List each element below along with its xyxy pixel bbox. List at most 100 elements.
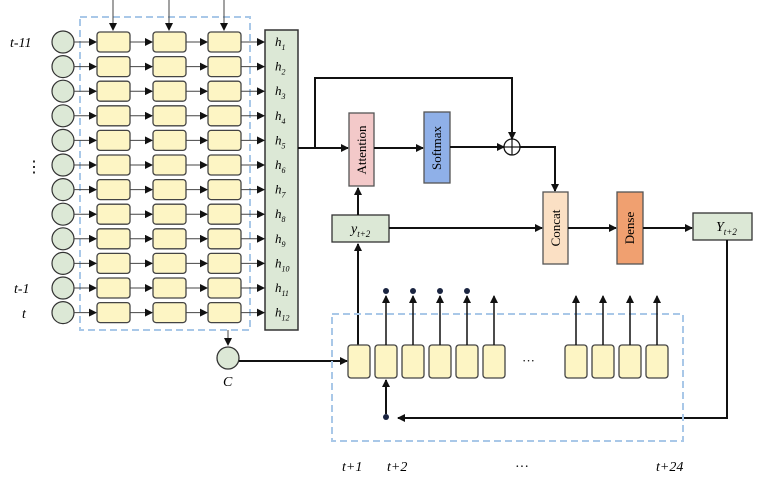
decoder-input-label: yt+2 [349,222,371,239]
encoder-lstm-cell [152,154,187,176]
output-label: Yt+2 [716,220,737,237]
encoder-lstm-cell [96,55,131,78]
input-node [51,153,75,177]
encoder-lstm-cell [207,252,242,275]
encoder-lstm-cell [207,31,242,53]
decoder-lstm-cell [428,344,452,379]
label-vertical-dots: ⋮ [26,159,42,176]
decoder-lstm-cell [645,344,669,379]
dense-block [616,191,644,265]
input-node [51,227,75,251]
label-t-minus-11: t-11 [10,36,32,51]
encoder-lstm-cell [96,178,131,201]
concat-label: Concat [548,209,563,246]
encoder-lstm-cell [207,55,242,78]
decoder-output-dot [410,288,416,294]
hidden-state-label: h4 [275,108,286,126]
input-node [51,79,75,103]
encoder-lstm-cell [96,154,131,176]
decoder-lstm-cell [564,344,588,379]
hidden-state-label: h6 [275,157,286,175]
decoder-lstm-cell [482,344,506,379]
label-t-minus-1: t-1 [14,282,30,297]
time-label-t-plus-1: t+1 [342,460,362,475]
input-node [51,54,75,79]
input-node [51,276,75,300]
time-label-dots: ··· [515,460,529,475]
encoder-lstm-cell [152,31,187,53]
encoder-lstm-cell [152,301,187,324]
feedback-dot [383,414,389,420]
encoder-lstm-cell [152,277,187,299]
encoder-lstm-cell [207,80,242,102]
encoder-lstm-cell [96,252,131,275]
decoder-dashed-box [331,313,684,442]
decoder-output-dot [464,288,470,294]
input-node [51,128,75,152]
decoder-lstm-cell [455,344,479,379]
encoder-lstm-cell [207,105,242,127]
input-node [51,251,75,275]
encoder-lstm-cell [152,80,187,102]
input-node [51,301,75,325]
encoder-lstm-cell [207,203,242,225]
decoder-lstm-cell [347,344,371,379]
encoder-lstm-cell [207,129,242,152]
attention-block [348,112,375,187]
encoder-lstm-cell [207,301,242,324]
encoder-lstm-cell [152,178,187,201]
encoder-lstm-cell [207,154,242,176]
time-label-t-plus-24: t+24 [656,460,683,475]
encoder-dashed-box [79,16,251,331]
hidden-state-label: h11 [275,280,289,298]
hidden-state-label: h1 [275,34,286,52]
encoder-lstm-cell [96,203,131,225]
encoder-lstm-cell [96,31,131,53]
hidden-states-box [264,29,299,331]
encoder-lstm-cell [207,178,242,201]
decoder-ellipsis: ··· [522,353,535,368]
decoder-lstm-cell [401,344,425,379]
input-node [51,178,75,202]
softmax-label: Softmax [429,125,444,170]
dense-label: Dense [622,212,637,245]
decoder-lstm-cell [591,344,615,379]
encoder-lstm-cell [152,203,187,225]
input-node [51,202,75,226]
encoder-lstm-cell [152,129,187,152]
hidden-state-label: h12 [275,305,290,323]
concat-block [542,191,569,265]
input-node [51,104,75,128]
context-vector-node [216,346,240,370]
label-t: t [22,307,27,322]
decoder-input-box [331,214,390,243]
softmax-block [423,111,451,184]
encoder-lstm-cell [96,105,131,127]
time-label-t-plus-2: t+2 [387,460,407,475]
encoder-lstm-cell [152,55,187,78]
hidden-state-label: h9 [275,231,286,249]
encoder-lstm-cell [152,105,187,127]
add-operator-icon [503,138,521,156]
output-box [692,212,753,241]
encoder-lstm-cell [96,228,131,250]
encoder-lstm-cell [152,228,187,250]
decoder-lstm-cell [374,344,398,379]
decoder-lstm-cell [618,344,642,379]
attention-label: Attention [354,125,369,175]
encoder-lstm-cell [96,129,131,152]
encoder-lstm-cell [96,80,131,102]
decoder-output-dot [383,288,389,294]
hidden-state-label: h2 [275,59,286,77]
hidden-state-label: h8 [275,206,286,224]
encoder-lstm-cell [96,301,131,324]
encoder-lstm-cell [207,228,242,250]
hidden-state-label: h7 [275,182,287,200]
decoder-output-dot [437,288,443,294]
input-node [51,30,75,54]
hidden-state-label: h3 [275,83,286,101]
context-label: C [223,375,233,390]
encoder-lstm-cell [96,277,131,299]
